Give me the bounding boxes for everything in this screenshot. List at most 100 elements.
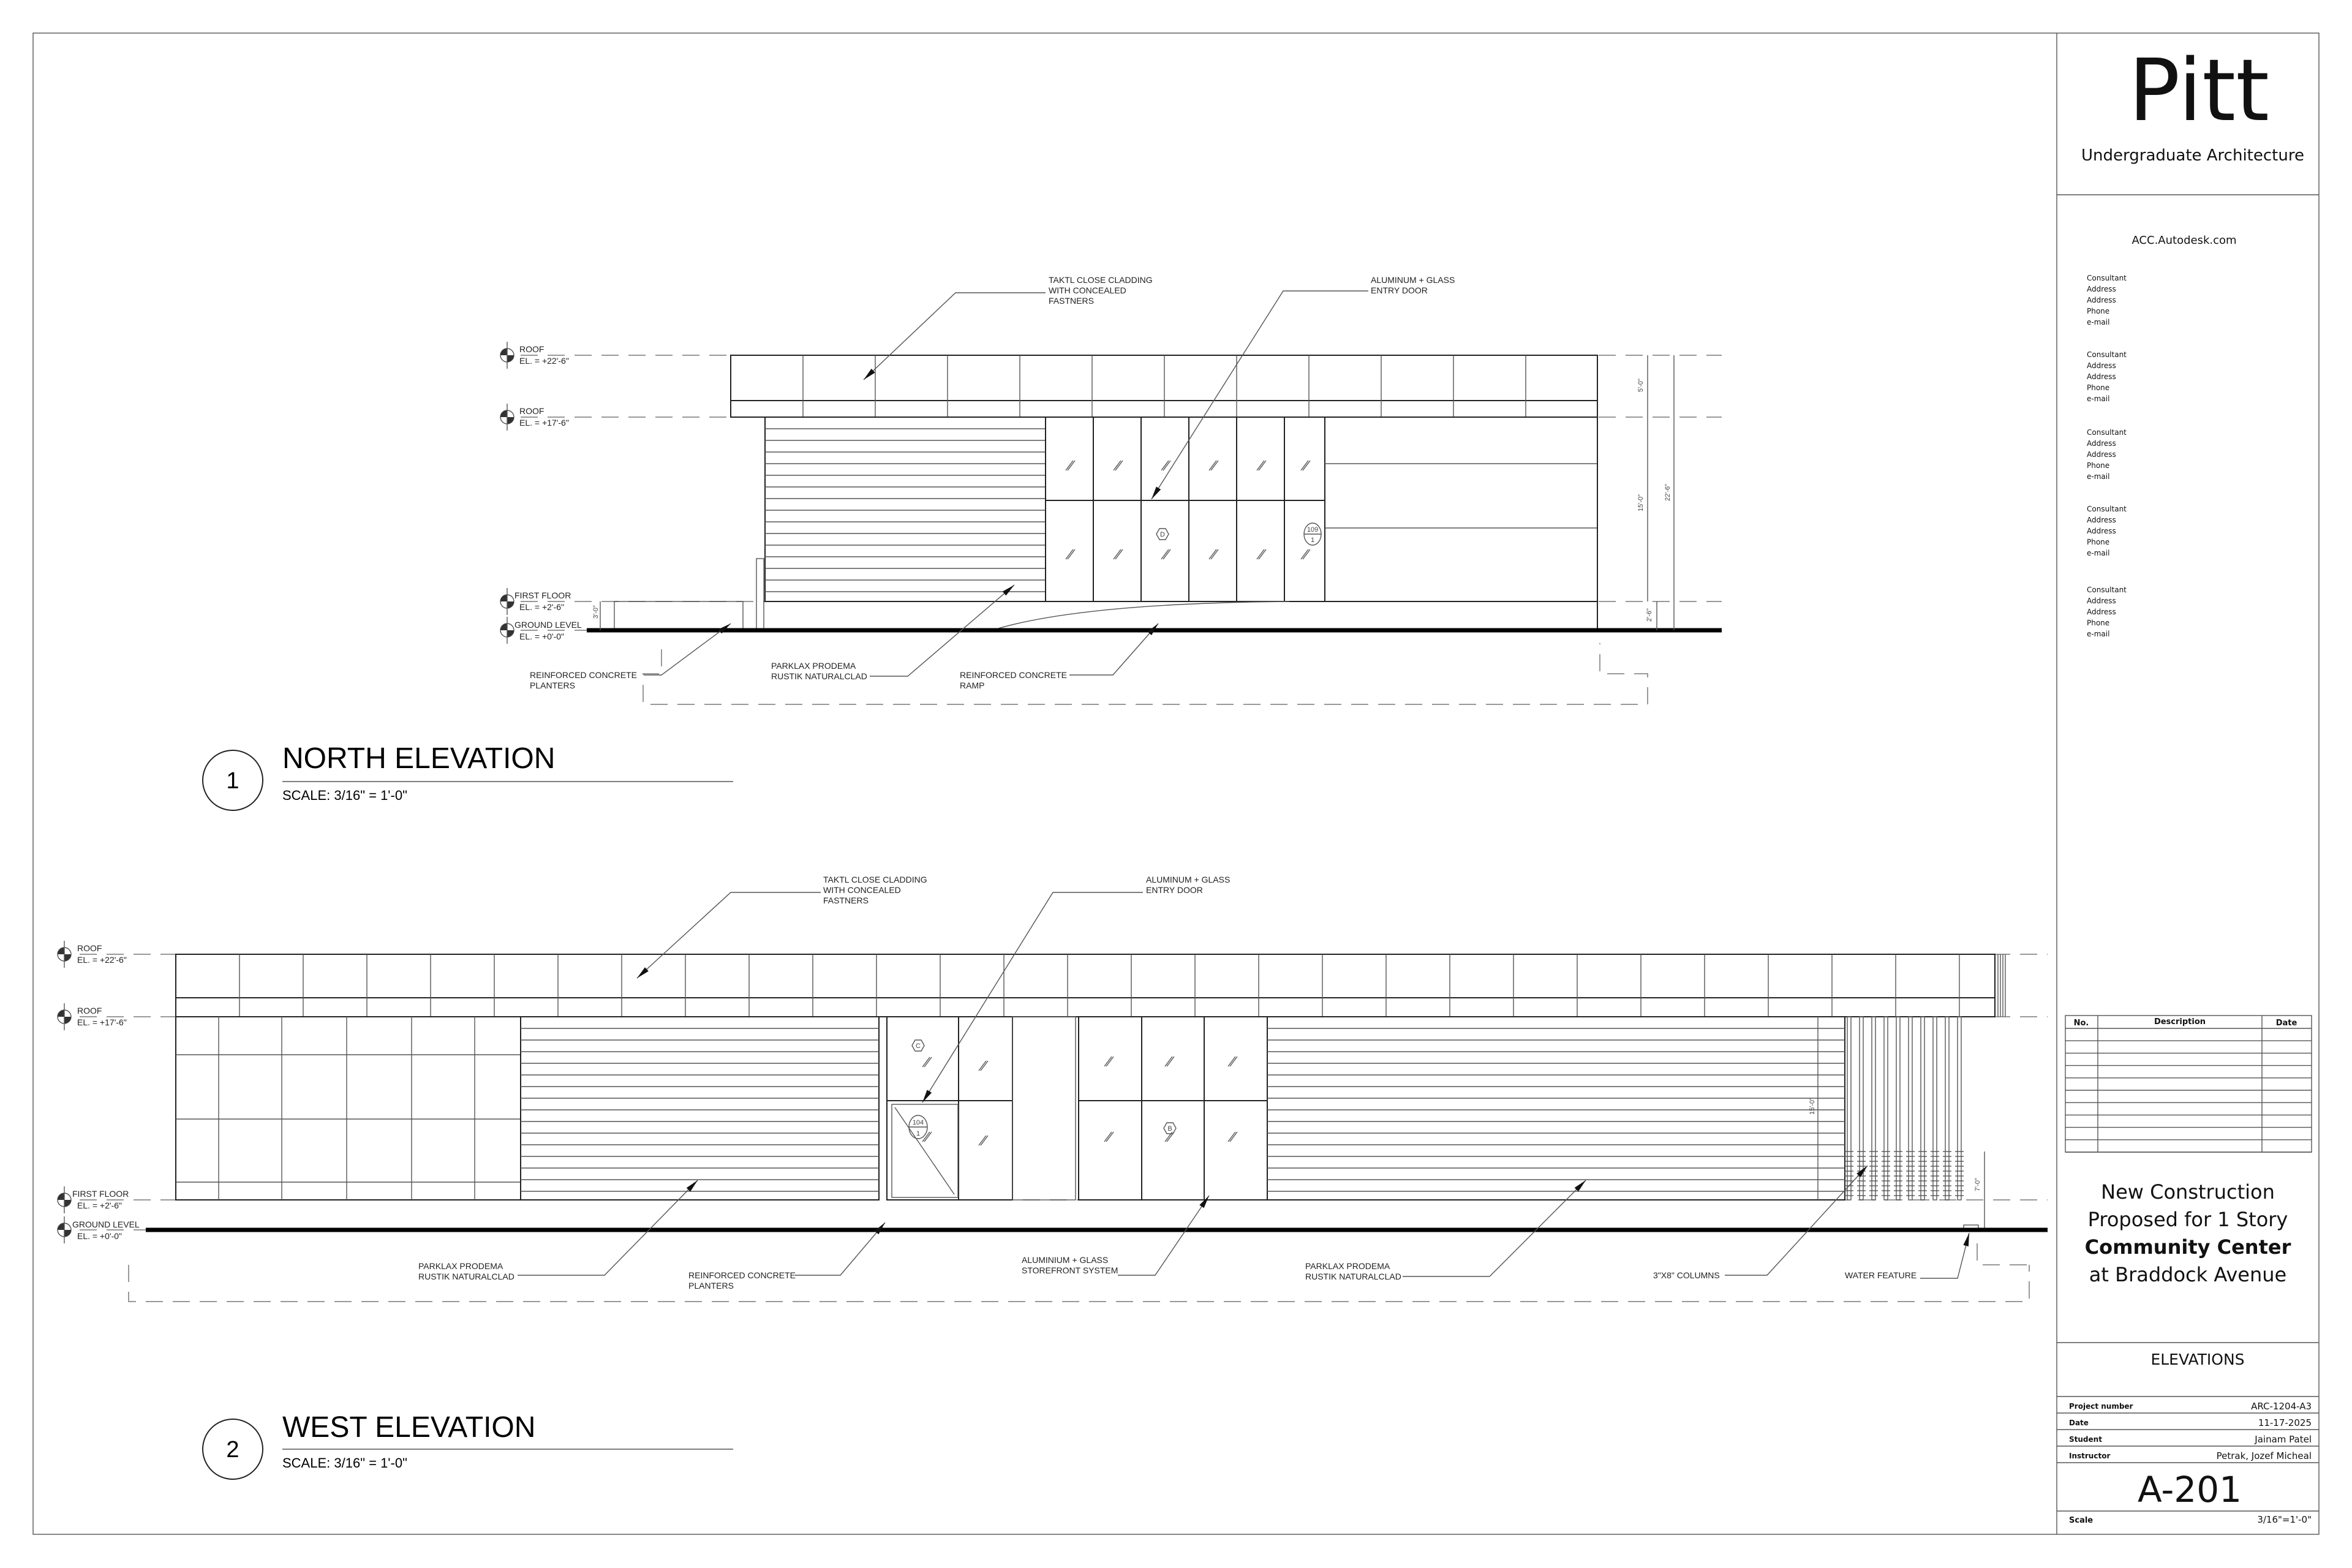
level-name: GROUND LEVEL [514,620,582,630]
west-elevation: ROOF EL. = +22'-6" ROOF EL. = +17'-6" FI… [72,875,1981,1480]
line-work [1208,460,1217,471]
field-label: Date [2069,1419,2089,1427]
consultant-line: Address [2087,372,2116,381]
elevation-geometry [57,290,2048,1302]
view-scale: SCALE: 3/16" = 1'-0" [282,788,407,803]
level-elevation: EL. = +22'-6" [519,356,569,366]
consultant-line: Consultant [2087,586,2127,594]
leader-line [922,892,1143,1103]
level-elevation: EL. = +17'-6" [77,1017,127,1027]
project-title-line: at Braddock Avenue [2089,1263,2286,1286]
dimension-label: 2'-6" [1646,608,1653,622]
level-marker-icon [500,595,514,608]
brand-logo: Pitt [2128,41,2269,141]
field-label: Project number [2069,1402,2133,1411]
leader-line [870,584,1015,677]
level-name: FIRST FLOOR [514,590,571,600]
consultant-line: e-mail [2087,549,2109,557]
leader-line [1920,1232,1970,1279]
arrowhead-icon [1002,585,1014,596]
window-type-tag: D [1160,531,1165,538]
note-parklax: PARKLAX PRODEMA [418,1261,503,1271]
leader-line [636,892,821,979]
note-cladding: TAKTL CLOSE CLADDING [823,875,927,884]
consultant-line: Address [2087,439,2116,448]
view-number-bubble [202,1419,263,1480]
level-name: FIRST FLOOR [72,1189,129,1199]
note-ramp: REINFORCED CONCRETE [960,670,1067,680]
line-work [978,1135,987,1146]
note-planters: REINFORCED CONCRETE [530,670,637,680]
line-work [1210,460,1219,471]
north-view-title: 1 NORTH ELEVATION SCALE: 3/16" = 1'-0" [202,742,733,811]
note-parklax: PARKLAX PRODEMA [771,661,856,671]
dashed-outline [128,1243,2030,1302]
brand-subtitle: Undergraduate Architecture [2081,146,2304,165]
view-title: WEST ELEVATION [282,1411,535,1444]
level-name: GROUND LEVEL [72,1219,140,1229]
dimension-label: 15'-0" [1637,494,1645,511]
storefront [1078,1016,1268,1200]
line-work [922,1131,930,1142]
column [1932,1016,1937,1200]
line-work [1300,549,1309,560]
west-tags: C 104 1 B [908,1039,1177,1139]
field-value: ARC-1204-A3 [2251,1401,2312,1412]
door-tag-number: 104 [913,1119,924,1126]
leader-line [1151,290,1368,500]
line-work [1113,460,1121,471]
north-level-labels: ROOF EL. = +22'-6" ROOF EL. = +17'-6" FI… [514,344,582,641]
level-marker-icon [58,1223,71,1237]
arrowhead-icon [1963,1233,1969,1246]
level-name: ROOF [77,1006,102,1016]
consultant-line: Address [2087,450,2116,459]
view-title: NORTH ELEVATION [282,742,555,775]
column [1883,1016,1888,1200]
field-value: 11-17-2025 [2258,1417,2312,1428]
line-work [978,1060,987,1071]
line-work [1227,1131,1236,1142]
line-work [1227,1056,1236,1067]
revision-table: No. Description Date [2065,1015,2312,1153]
panel-cladding [1324,417,1598,602]
west-view-title: 2 WEST ELEVATION SCALE: 3/16" = 1'-0" [202,1411,733,1480]
arrowhead-icon [922,1090,932,1102]
line-work [924,1057,932,1068]
consultant-line: e-mail [2087,394,2109,403]
consultant-line: Address [2087,296,2116,304]
project-title-line: Proposed for 1 Story [2088,1208,2288,1231]
column [1957,1016,1962,1200]
note-storefront: STOREFRONT SYSTEM [1022,1265,1118,1275]
note-columns: 3"X8" COLUMNS [1653,1270,1720,1280]
line-work [1302,549,1311,560]
line-work [1163,549,1171,560]
leader-line [1403,1180,1586,1277]
consultant-line: Phone [2087,461,2109,470]
storefront [886,1016,1013,1200]
panel-cladding [175,1016,521,1200]
column [1847,1016,1852,1200]
field-value: Jainam Patel [2254,1434,2312,1445]
arrowhead-icon [1152,486,1161,499]
note-parklax: RUSTIK NATURALCLAD [418,1272,514,1281]
level-elevation: EL. = +17'-6" [519,418,569,428]
leader-line [644,623,731,676]
note-door: ENTRY DOOR [1371,285,1428,295]
door-tag-sheet: 1 [1311,537,1314,544]
note-cladding: FASTNERS [823,895,869,905]
level-marker-icon [58,1010,71,1023]
consultant-line: Consultant [2087,350,2127,359]
column [1896,1016,1901,1200]
field-label: Student [2069,1435,2102,1444]
sheet-number: A-201 [2138,1469,2242,1510]
column [1945,1016,1950,1200]
line-work [1106,1056,1114,1067]
view-number-bubble [202,750,263,811]
level-elevation: EL. = +0'-0" [77,1231,122,1241]
consultant-line: Phone [2087,307,2109,315]
level-elevation: EL. = +0'-0" [519,631,564,641]
line-work [1300,460,1309,471]
level-marker-icon [58,948,71,961]
